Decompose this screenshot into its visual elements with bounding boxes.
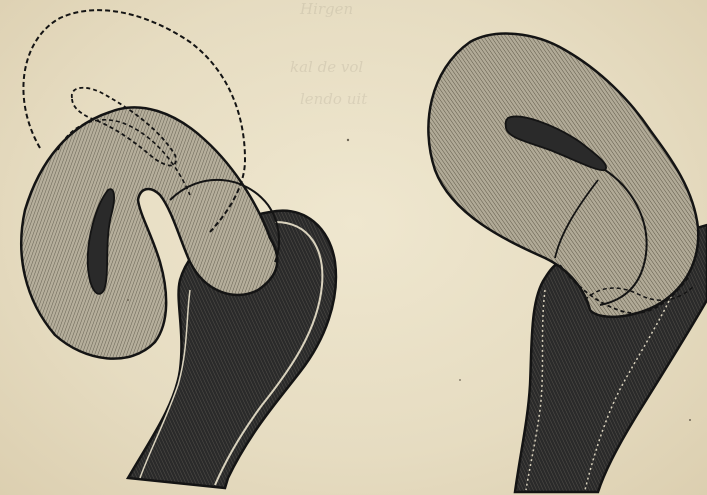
left-figure bbox=[21, 10, 336, 488]
right-figure bbox=[428, 34, 707, 492]
